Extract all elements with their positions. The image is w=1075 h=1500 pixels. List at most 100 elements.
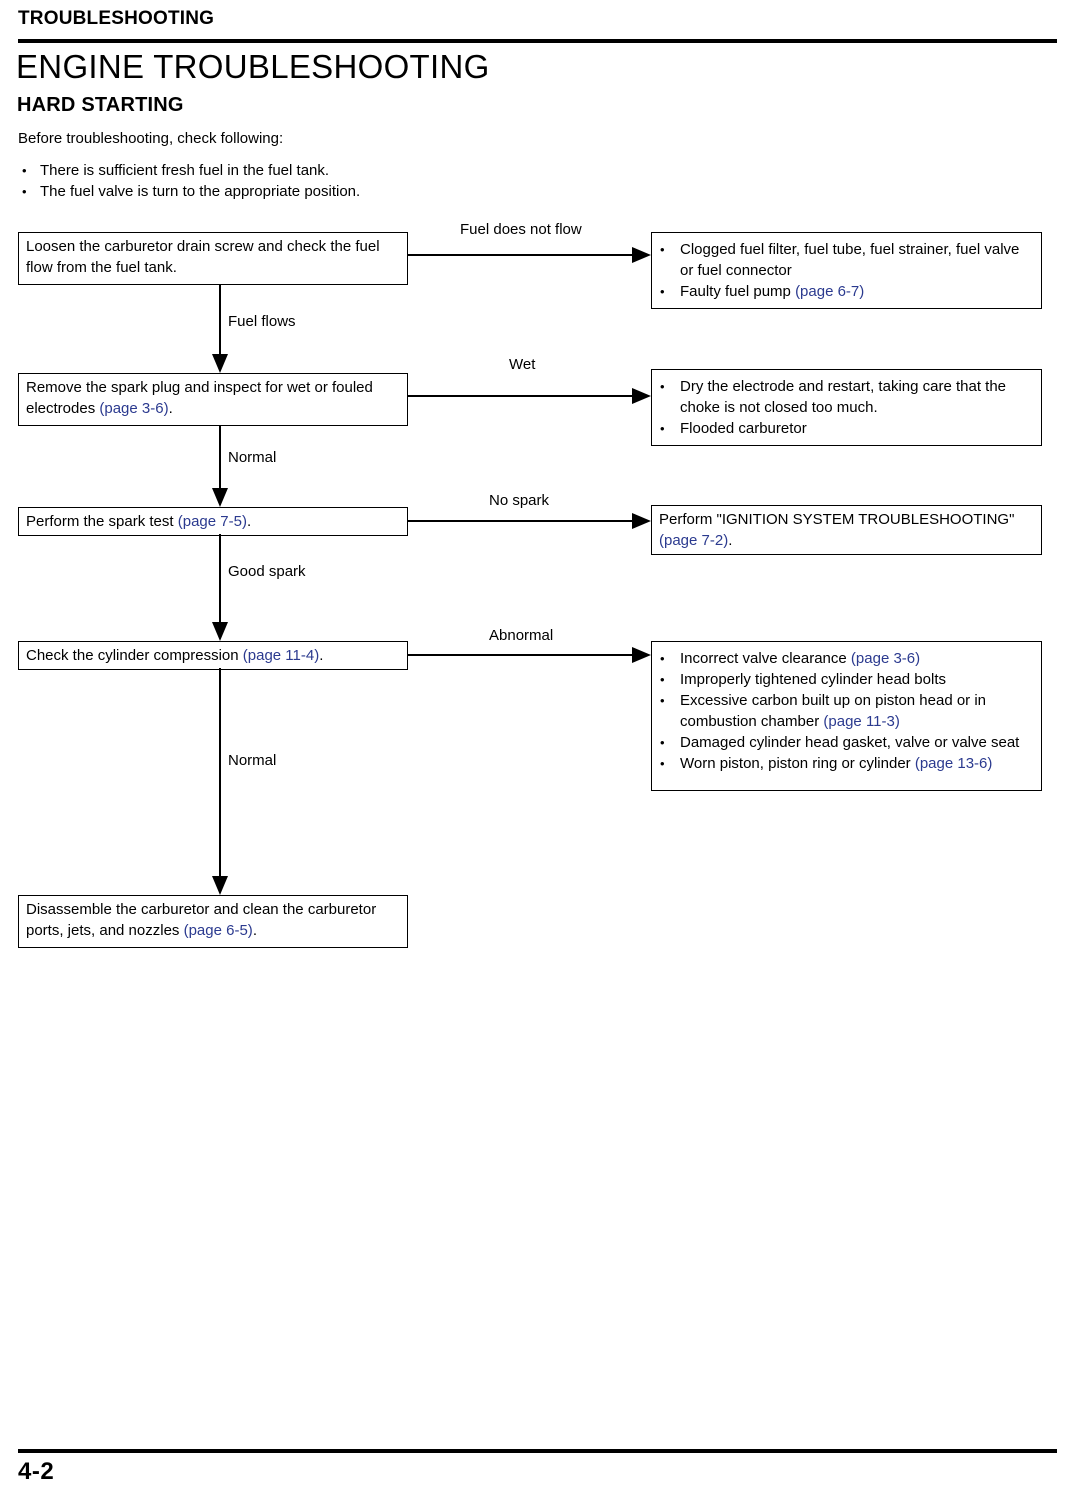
bullet-icon: • bbox=[660, 379, 665, 394]
text-run: Check the cylinder compression bbox=[26, 647, 243, 664]
cause-item: •Damaged cylinder head gasket, valve or … bbox=[660, 732, 1035, 753]
precheck-item-label: There is sufficient fresh fuel in the fu… bbox=[40, 162, 330, 179]
flow-connector-line bbox=[219, 668, 221, 877]
text-run: . bbox=[246, 513, 252, 530]
precheck-item-label: The fuel valve is turn to the appropriat… bbox=[40, 183, 361, 200]
cause-item: • Incorrect valve clearance (page 3-6) bbox=[660, 648, 1035, 669]
branch-label: Fuel does not flow bbox=[460, 221, 582, 238]
flow-label: Normal bbox=[228, 449, 277, 466]
bullet-icon: • bbox=[660, 672, 665, 687]
flow-connector-line bbox=[219, 534, 221, 623]
bullet-icon: • bbox=[660, 421, 665, 436]
flow-arrowhead bbox=[212, 354, 228, 373]
page-reference-link[interactable]: (page 11-3) bbox=[823, 713, 900, 730]
branch-connector-line bbox=[408, 654, 632, 656]
cause-item: • Clogged fuel filter, fuel tube, fuel st… bbox=[660, 239, 1035, 281]
bullet-icon: • bbox=[22, 184, 27, 199]
page-reference-link[interactable]: (page 6-5) bbox=[183, 922, 253, 939]
cause-item-label: Worn piston, piston ring or cylinder (pa… bbox=[680, 753, 1035, 774]
text-run: . bbox=[319, 647, 324, 664]
branch-arrowhead bbox=[632, 513, 651, 529]
cause-item: • Dry the electrode and restart, taking c… bbox=[660, 376, 1035, 418]
bullet-icon: • bbox=[660, 651, 665, 666]
page-reference-link[interactable]: (page 7-2) bbox=[659, 532, 729, 549]
text-run: Damaged cylinder head gasket, valve or v… bbox=[680, 734, 1020, 751]
step-disassemble-carb: Disassemble the carburetor and clean the… bbox=[18, 895, 408, 948]
bullet-icon: • bbox=[660, 756, 665, 771]
page-reference-link[interactable]: (page 6-7) bbox=[795, 283, 865, 300]
flow-label: Fuel flows bbox=[228, 313, 296, 330]
page-reference-link[interactable]: (page 3-6) bbox=[99, 400, 169, 417]
page-number: 4-2 bbox=[18, 1458, 55, 1485]
cause-item-label: Incorrect valve clearance (page 3-6) bbox=[680, 648, 1035, 669]
flow-connector-line bbox=[219, 426, 221, 489]
bullet-icon: • bbox=[660, 693, 665, 708]
cause-item-label: Dry the electrode and restart, taking ca… bbox=[680, 376, 1035, 418]
cause-item-label: Flooded carburetor bbox=[680, 418, 1035, 439]
page-reference-link[interactable]: (page 11-4) bbox=[242, 647, 320, 664]
chapter-title: ENGINE TROUBLESHOOTING bbox=[16, 48, 490, 85]
flow-arrowhead bbox=[212, 488, 228, 507]
step-text: Disassemble the carburetor and clean the… bbox=[26, 899, 401, 941]
text-run: Remove the spark plug and inspect for we… bbox=[26, 379, 373, 417]
cause-wet-plug: • Dry the electrode and restart, taking c… bbox=[651, 369, 1042, 446]
precheck-list: • There is sufficient fresh fuel in the f… bbox=[18, 160, 618, 202]
text-run: Perform "IGNITION SYSTEM TROUBLESHOOTING… bbox=[659, 511, 1015, 528]
step-text: Check the cylinder compression (page 11-… bbox=[26, 645, 401, 666]
header-rule bbox=[18, 39, 1057, 43]
intro-text: Before troubleshooting, check following: bbox=[18, 130, 284, 147]
cause-item-label: Perform "IGNITION SYSTEM TROUBLESHOOTING… bbox=[659, 509, 1035, 551]
bullet-icon: • bbox=[660, 242, 665, 257]
text-run: Flooded carburetor bbox=[680, 420, 807, 437]
step-compression: Check the cylinder compression (page 11-… bbox=[18, 641, 408, 670]
cause-item: • Improperly tightened cylinder head bolt… bbox=[660, 669, 1035, 690]
text-run: Clogged fuel filter, fuel tube, fuel str… bbox=[680, 241, 1020, 279]
page-reference-link[interactable]: (page 3-6) bbox=[850, 650, 921, 667]
cause-item: • Faulty fuel pump (page 6-7) bbox=[660, 281, 1035, 302]
text-run: . bbox=[252, 922, 257, 939]
branch-arrowhead bbox=[632, 247, 651, 263]
bullet-icon: • bbox=[660, 284, 665, 299]
cause-item: • Excessive carbon built up on piston hea… bbox=[660, 690, 1035, 732]
step-fuel-flow: Loosen the carburetor drain screw and ch… bbox=[18, 232, 408, 285]
cause-item-label: Excessive carbon built up on piston head… bbox=[680, 690, 1035, 732]
branch-connector-line bbox=[408, 520, 632, 522]
text-run: Dry the electrode and restart, taking ca… bbox=[680, 378, 1007, 416]
text-run: Incorrect valve clearance bbox=[680, 650, 851, 667]
text-run: Worn piston, piston ring or cylinder bbox=[680, 755, 915, 772]
flow-label: Good spark bbox=[228, 563, 306, 580]
step-spark-plug: Remove the spark plug and inspect for we… bbox=[18, 373, 408, 426]
branch-arrowhead bbox=[632, 388, 651, 404]
branch-label: Abnormal bbox=[489, 627, 554, 644]
cause-ignition-system: Perform "IGNITION SYSTEM TROUBLESHOOTING… bbox=[651, 505, 1042, 555]
text-run: Disassemble the carburetor and clean the… bbox=[26, 901, 377, 939]
cause-item: • Flooded carburetor bbox=[660, 418, 1035, 439]
flow-arrowhead bbox=[212, 876, 228, 895]
page-reference-link[interactable]: (page 13-6) bbox=[914, 755, 993, 772]
cause-item-label: Damaged cylinder head gasket, valve or v… bbox=[680, 732, 1035, 753]
text-run: Loosen the carburetor drain screw and ch… bbox=[26, 238, 380, 276]
text-run: . bbox=[168, 400, 173, 417]
text-run: Faulty fuel pump bbox=[680, 283, 796, 300]
flow-connector-line bbox=[219, 285, 221, 355]
step-text: Remove the spark plug and inspect for we… bbox=[26, 377, 401, 419]
branch-label: Wet bbox=[509, 356, 536, 373]
footer-rule bbox=[18, 1449, 1057, 1453]
cause-item-label: Faulty fuel pump (page 6-7) bbox=[680, 281, 1035, 302]
branch-arrowhead bbox=[632, 647, 651, 663]
text-run: Perform the spark test bbox=[26, 513, 178, 530]
precheck-item: • There is sufficient fresh fuel in the f… bbox=[18, 160, 618, 181]
cause-item: • Worn piston, piston ring or cylinder (p… bbox=[660, 753, 1035, 774]
cause-item-label: Clogged fuel filter, fuel tube, fuel str… bbox=[680, 239, 1035, 281]
cause-low-compression: • Incorrect valve clearance (page 3-6) • Im… bbox=[651, 641, 1042, 791]
flow-arrowhead bbox=[212, 622, 228, 641]
cause-item-label: Improperly tightened cylinder head bolts bbox=[680, 669, 1035, 690]
bullet-icon: • bbox=[22, 163, 27, 178]
flow-label: Normal bbox=[228, 752, 277, 769]
precheck-item: • The fuel valve is turn to the appropria… bbox=[18, 181, 618, 202]
branch-connector-line bbox=[408, 254, 632, 256]
page-reference-link[interactable]: (page 7-5) bbox=[177, 513, 247, 530]
step-spark-test: Perform the spark test (page 7-5). bbox=[18, 507, 408, 536]
